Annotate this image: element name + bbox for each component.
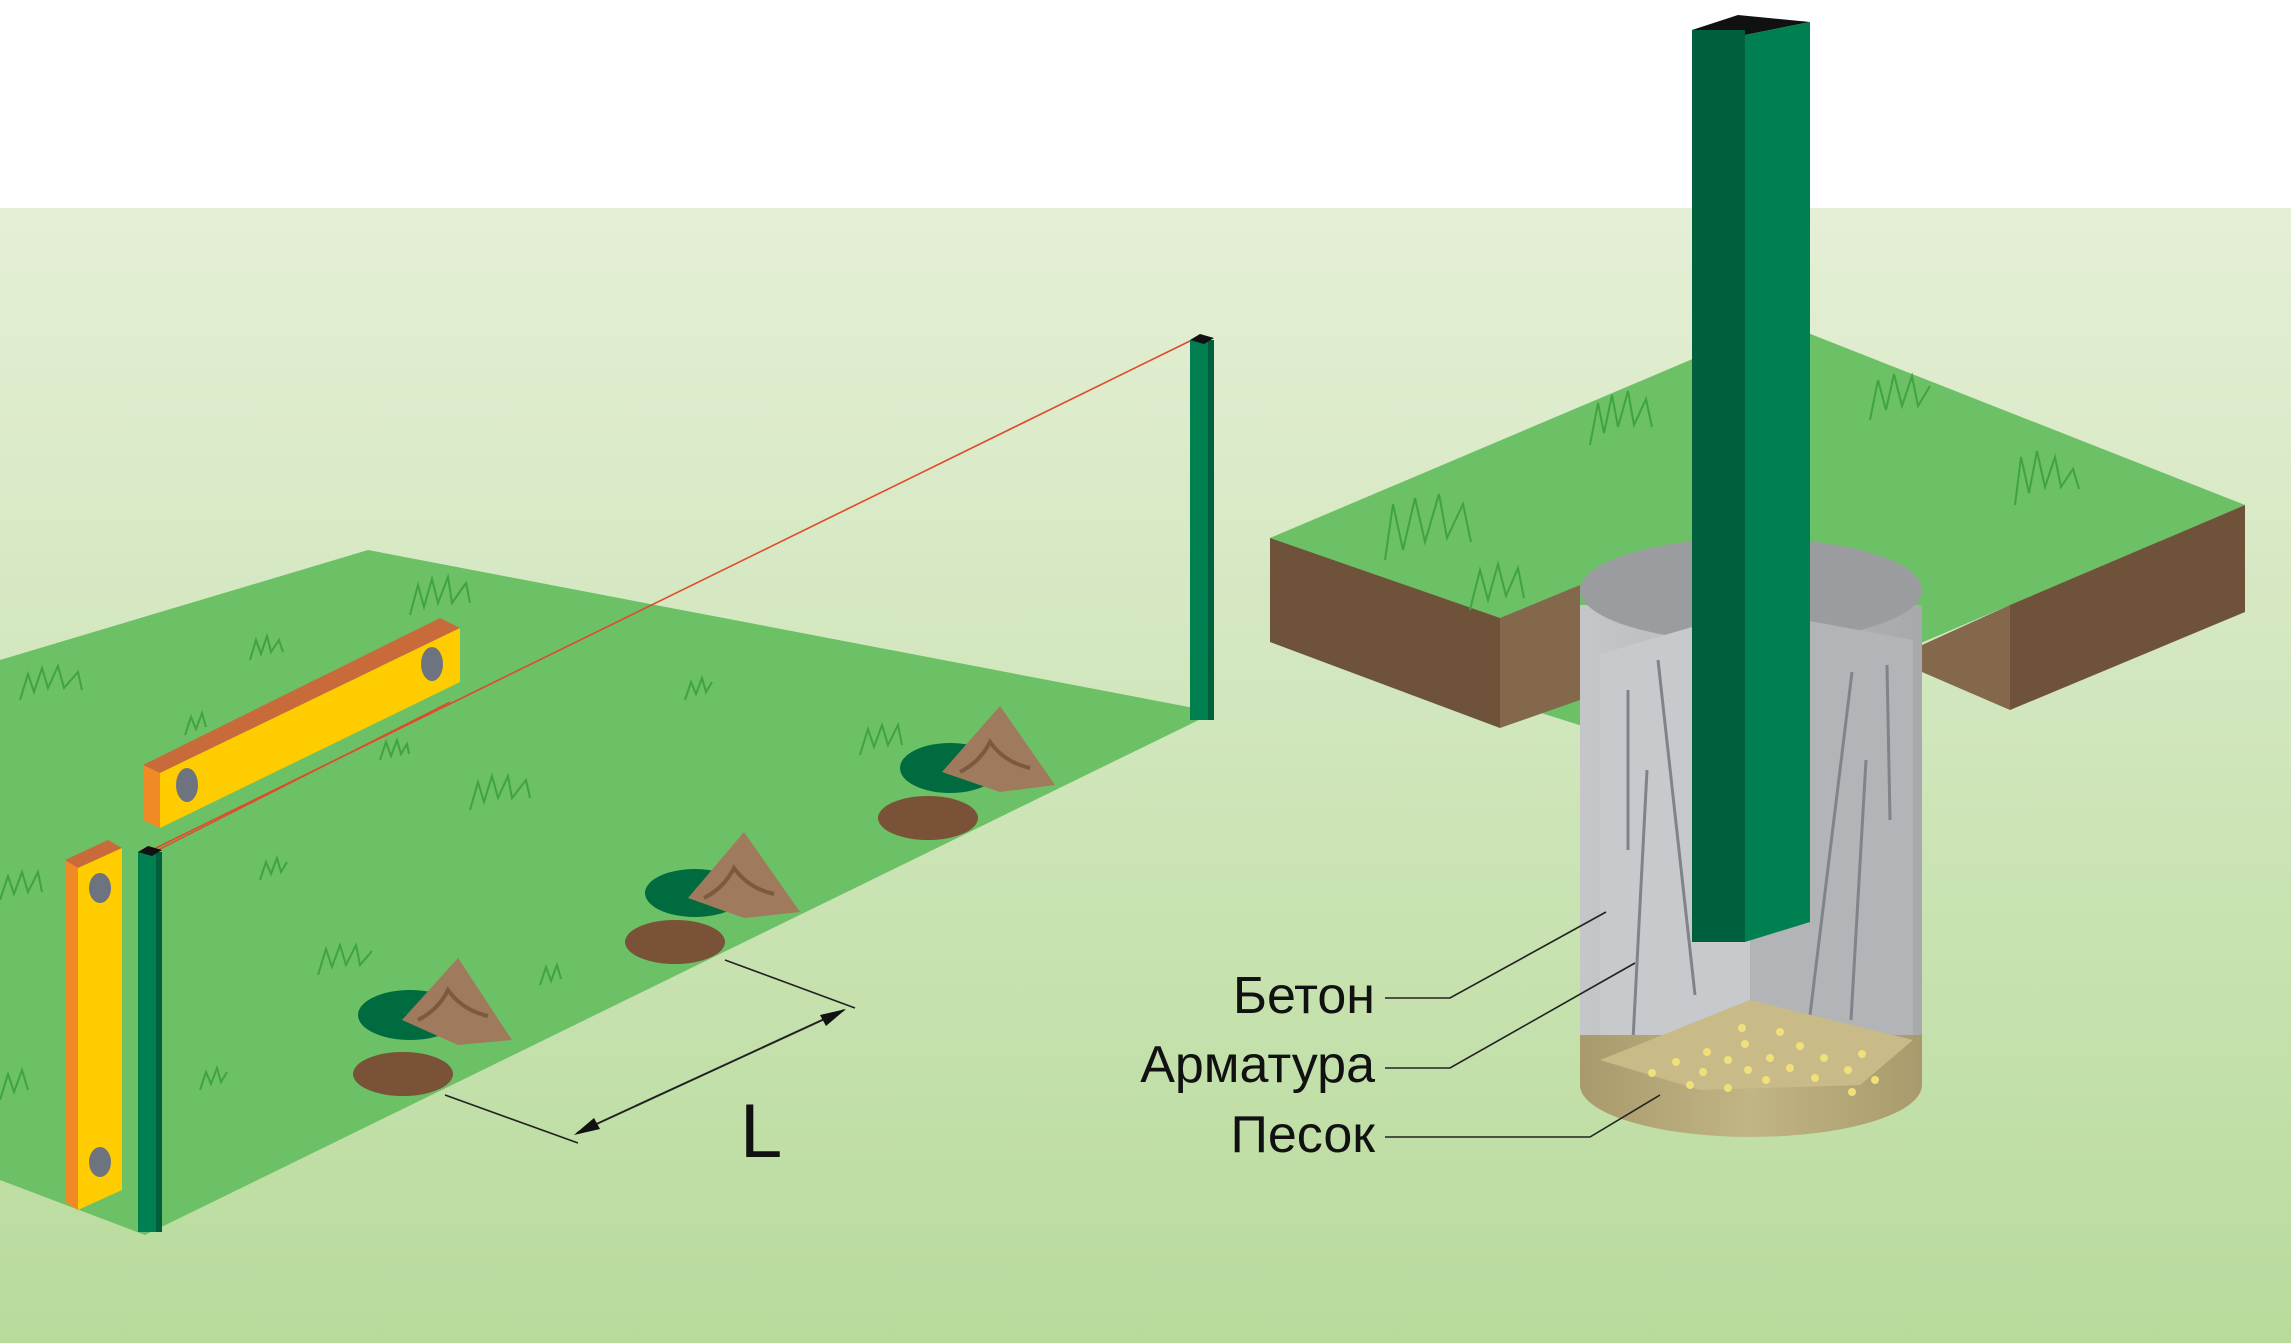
near-post (138, 846, 162, 1232)
grass-tufts (0, 573, 903, 1101)
tall-post (1692, 15, 1810, 942)
string-line-lower (153, 701, 451, 853)
extension-line-b (444, 1094, 579, 1144)
post-hole-1 (878, 706, 1055, 840)
post-foundation-cutaway: Бетон Арматура Песок (1140, 15, 2245, 1164)
label-rebar: Арматура (1140, 1036, 1375, 1094)
ground-block-inner (1500, 585, 1580, 728)
ground-block-front-left (1270, 538, 1500, 728)
sand-layer-top (1600, 1000, 1913, 1090)
arrowhead-right (820, 1009, 846, 1026)
layout-scene: L (0, 334, 1215, 1235)
post-hole-3 (353, 958, 512, 1096)
leader-sand (1385, 1094, 1661, 1138)
dimension-line (576, 1009, 845, 1134)
extension-line-a (724, 959, 856, 1009)
post-hole-2 (625, 832, 800, 964)
ground-block-inner-right (1922, 605, 2010, 710)
arrowhead-left (574, 1118, 600, 1135)
leader-rebar (1385, 962, 1636, 1069)
dimension-label: L (740, 1089, 782, 1174)
rebar-lines (1626, 659, 1892, 1041)
block-grass-tufts (1384, 372, 2080, 611)
ground-block-front-right (2010, 505, 2245, 710)
leader-concrete (1385, 911, 1607, 999)
spirit-level-horizontal (143, 618, 460, 828)
label-concrete: Бетон (1233, 967, 1375, 1025)
leader-lines (1385, 911, 1661, 1138)
dimension-L: L (444, 959, 856, 1174)
far-post (1190, 334, 1214, 720)
sand-dots (1648, 1024, 1879, 1096)
spirit-level-vertical (65, 840, 122, 1210)
label-sand: Песок (1230, 1106, 1375, 1164)
sky-background (0, 0, 2291, 210)
